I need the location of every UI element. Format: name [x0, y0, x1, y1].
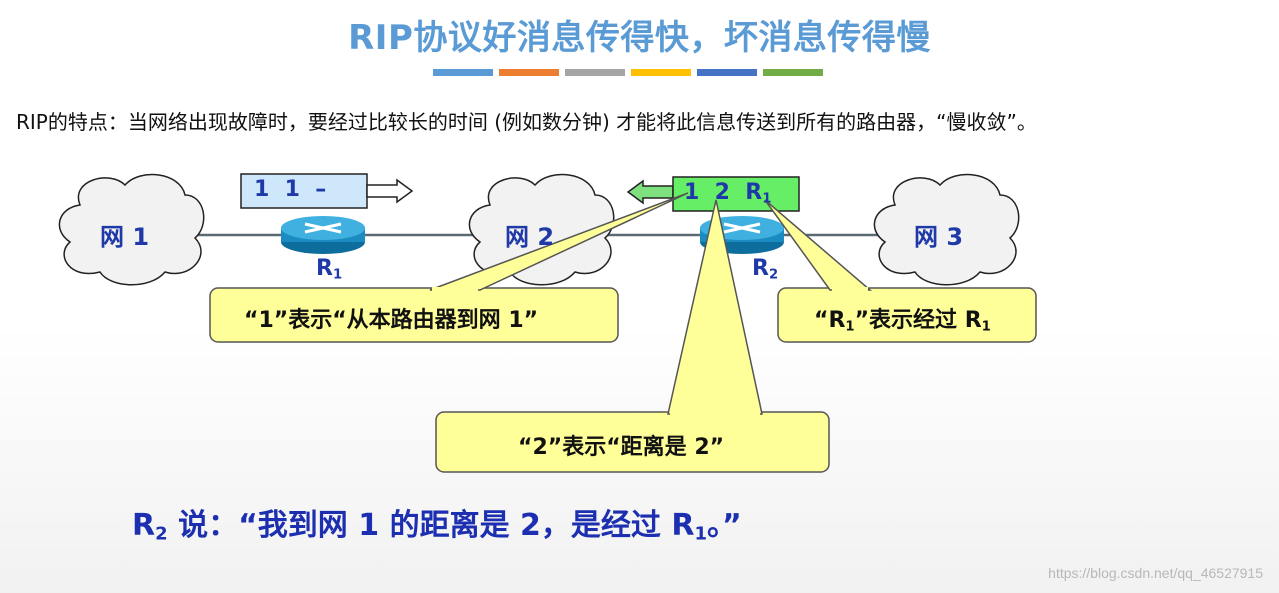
router-r1-label: R1	[316, 256, 343, 283]
bottom-statement: R2 说：“我到网 1 的距离是 2，是经过 R1。”	[132, 508, 742, 545]
description-text: RIP的特点：当网络出现故障时，要经过比较长的时间 (例如数分钟) 才能将此信息…	[16, 110, 1037, 134]
callout-1-shape	[209, 192, 689, 343]
cloud-net1	[58, 173, 205, 286]
watermark-text: https://blog.csdn.net/qq_46527915	[1048, 565, 1263, 581]
cloud-net2	[468, 173, 615, 286]
router-r2-label: R2	[752, 256, 779, 283]
callout-1-text: “1”表示“从本路由器到网 1”	[244, 308, 539, 333]
callout-2-text: “2”表示“距离是 2”	[518, 435, 725, 460]
router-r1-icon	[281, 216, 365, 254]
net2-label: 网 2	[505, 223, 555, 251]
left-message-box	[240, 173, 368, 209]
title-underline-bars	[433, 69, 833, 76]
underline-bar	[499, 69, 559, 76]
underline-bar	[565, 69, 625, 76]
cloud-net3	[873, 173, 1020, 286]
right-message-box	[672, 176, 800, 212]
net1-label: 网 1	[100, 223, 150, 251]
underline-bar	[763, 69, 823, 76]
net3-label: 网 3	[914, 223, 964, 251]
underline-bar	[631, 69, 691, 76]
right-arrow-icon	[366, 178, 414, 204]
left-arrow-icon	[626, 179, 674, 205]
right-message-text: 1 2 R1	[684, 180, 772, 207]
callout-2-shape	[435, 199, 830, 473]
page-title: RIP协议好消息传得快，坏消息传得慢	[348, 18, 931, 58]
callout-3-text: “R1”表示经过 R1	[814, 308, 991, 335]
underline-bar	[697, 69, 757, 76]
left-message-text: 1 1 –	[254, 177, 327, 202]
underline-bar	[433, 69, 493, 76]
